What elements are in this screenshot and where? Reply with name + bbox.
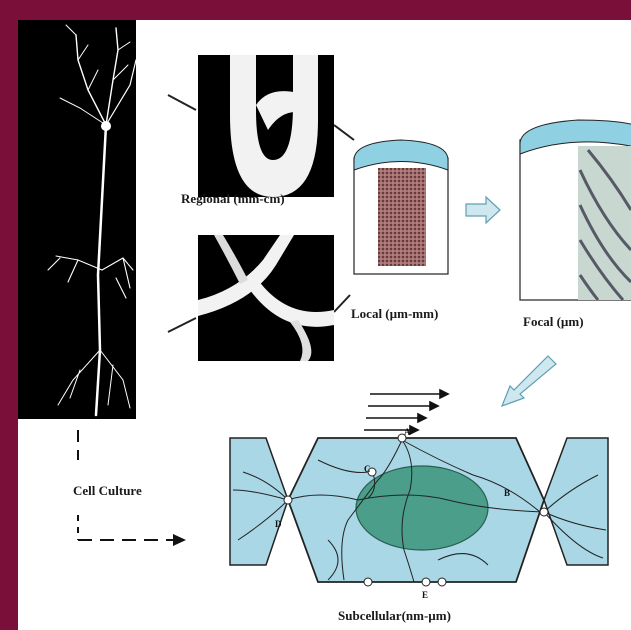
local-vessel-tube xyxy=(354,140,448,274)
point-label-d: D xyxy=(275,519,282,529)
regional-label: Regional (mm-cm) xyxy=(181,191,285,207)
local-label: Local (µm-mm) xyxy=(351,306,438,322)
cell-culture-label: Cell Culture xyxy=(73,483,142,499)
point-label-c: C xyxy=(364,464,371,474)
neuron-image xyxy=(18,20,136,419)
focal-vessel-tube xyxy=(520,120,631,300)
focal-label: Focal (µm) xyxy=(523,314,584,330)
right-arrow-icon xyxy=(466,197,500,223)
figure-canvas: A B C D E Regional (mm-cm) Local (µm-mm)… xyxy=(18,20,631,630)
subcellular-label: Subcellular(nm-µm) xyxy=(338,608,451,624)
regional-vessel-image-bottom xyxy=(198,235,334,361)
point-label-b: B xyxy=(504,488,510,498)
regional-vessel-image-top xyxy=(198,55,334,197)
diagonal-arrow-icon xyxy=(502,356,556,406)
point-label-a: A xyxy=(404,427,411,437)
subcellular-cells xyxy=(230,434,608,586)
point-label-e: E xyxy=(422,590,428,600)
